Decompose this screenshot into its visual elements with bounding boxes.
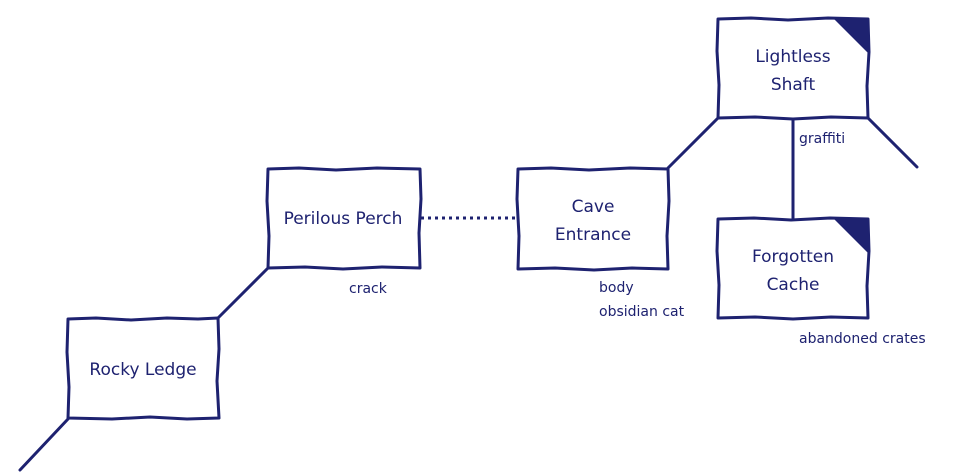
connection-cave-entrance-lightless-shaft (666, 116, 720, 170)
room-title: Rocky Ledge (89, 360, 196, 380)
room-title: Cache (767, 275, 820, 295)
room-note: graffiti (799, 131, 845, 147)
room-rocky-ledge[interactable]: Rocky Ledge (65, 316, 221, 421)
room-title: Forgotten (752, 247, 834, 267)
room-title: Shaft (771, 75, 816, 95)
room-box (715, 16, 871, 121)
room-note: abandoned crates (799, 331, 926, 347)
room-title: Lightless (755, 47, 830, 67)
room-note: crack (349, 281, 388, 297)
corner-marker (834, 219, 868, 253)
room-title: Cave (572, 197, 615, 217)
room-box (265, 166, 423, 271)
exit-stub-southeast (866, 116, 919, 169)
connection-rocky-ledge-perilous-perch (216, 266, 270, 320)
room-lightless-shaft[interactable]: Lightless Shaft graffiti (715, 16, 871, 147)
room-note: body (599, 280, 634, 296)
room-box (65, 316, 221, 421)
room-note: obsidian cat (599, 304, 685, 320)
room-perilous-perch[interactable]: Perilous Perch crack (265, 166, 423, 297)
corner-marker (834, 19, 868, 53)
exit-stub-southwest (18, 417, 70, 472)
room-title: Entrance (555, 225, 631, 245)
room-cave-entrance[interactable]: Cave Entrance body obsidian cat (515, 166, 685, 320)
room-title: Perilous Perch (284, 209, 403, 229)
room-box (715, 216, 871, 321)
room-forgotten-cache[interactable]: Forgotten Cache abandoned crates (715, 216, 926, 347)
room-box (515, 166, 671, 272)
